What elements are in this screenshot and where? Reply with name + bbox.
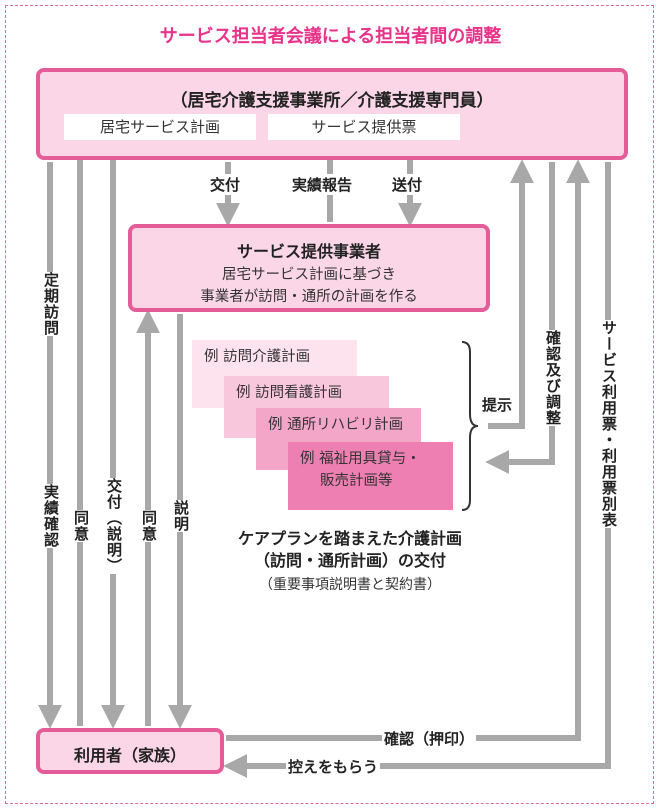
examples-bracket bbox=[461, 341, 479, 511]
label-results-check: 実績確認 bbox=[41, 484, 62, 548]
service-provider-desc: 居宅サービス計画に基づき 事業者が訪問・通所の計画を作る bbox=[200, 267, 418, 305]
label-report: 実績報告 bbox=[290, 174, 355, 195]
label-explain: 説明 bbox=[171, 500, 192, 532]
label-usage-ticket: サービス利用票・利用票別表 bbox=[599, 320, 620, 528]
care-plan-title: ケアプランを踏まえた介護計画 （訪問・通所計画）の交付 bbox=[237, 529, 462, 570]
diagram-title: サービス担当者会議による担当者間の調整 bbox=[159, 26, 502, 47]
care-manager-name: （居宅介護支援事業所／介護支援専門員） bbox=[170, 91, 494, 111]
label-present: 提示 bbox=[480, 394, 515, 415]
user-name: 利用者（家族） bbox=[73, 746, 186, 765]
label-confirm-stamp: 確認（押印） bbox=[382, 728, 477, 749]
example-welfare-equipment-plan: 例 福祉用具貸与・ 販売計画等 bbox=[288, 442, 453, 510]
arrow-present bbox=[488, 159, 534, 429]
service-ticket-label: サービス提供票 bbox=[268, 114, 460, 140]
care-plan-subtitle: （重要事項説明書と契約書） bbox=[259, 577, 441, 593]
service-provider-box: サービス提供事業者 居宅サービス計画に基づき 事業者が訪問・通所の計画を作る bbox=[128, 224, 490, 312]
arrow-confirm-adjust bbox=[485, 162, 555, 474]
user-box: 利用者（家族） bbox=[36, 728, 224, 774]
label-regular-visit: 定期訪問 bbox=[41, 272, 62, 336]
dashed-frame bbox=[5, 5, 654, 804]
label-agree-1: 同意 bbox=[71, 510, 92, 542]
label-deliver-explain: 交付（説明） bbox=[104, 478, 125, 574]
label-deliver: 交付 bbox=[208, 174, 243, 195]
service-provider-name: サービス提供事業者 bbox=[236, 242, 381, 261]
label-confirm-adjust: 確認及び調整 bbox=[543, 330, 564, 426]
label-receive-copy: 控えをもらう bbox=[286, 756, 381, 777]
arrow-confirm-stamp bbox=[226, 159, 590, 741]
care-plan-label: 居宅サービス計画 bbox=[64, 114, 256, 140]
label-agree-2: 同意 bbox=[139, 510, 160, 542]
label-send: 送付 bbox=[390, 174, 425, 195]
